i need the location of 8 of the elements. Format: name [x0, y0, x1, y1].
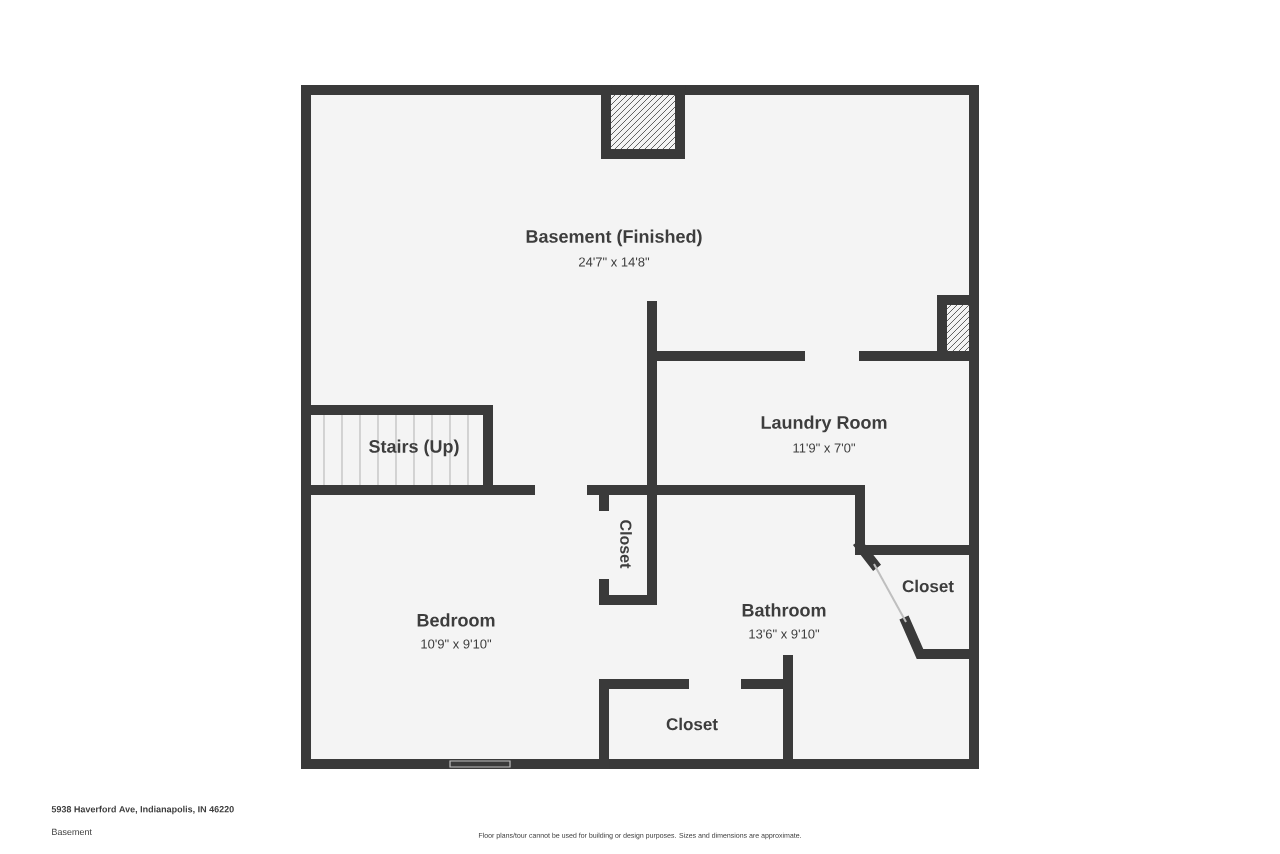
room-name: Laundry Room	[761, 415, 887, 433]
room-name: Closet	[666, 717, 718, 731]
room-name: Basement (Finished)	[526, 229, 702, 247]
room-name: Closet	[620, 520, 632, 569]
room-name: Bathroom	[742, 603, 826, 617]
room-name: Closet	[902, 579, 954, 593]
room-name: Stairs (Up)	[369, 439, 459, 457]
room-name: Bedroom	[417, 613, 495, 627]
